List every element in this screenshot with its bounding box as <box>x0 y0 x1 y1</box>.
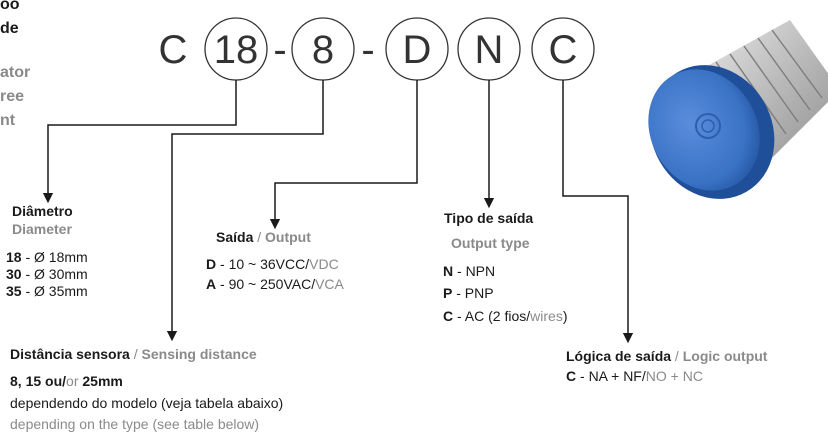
logic-row: C - NA + NF/NO + NC <box>566 368 703 384</box>
cut-text-1: oo <box>0 0 20 13</box>
logic-title: Lógica de saída / Logic output <box>566 348 768 364</box>
sensing-note-en: depending on the type (see table below) <box>10 416 260 432</box>
code-group-8: 8 <box>311 28 335 72</box>
output-title: Saída / Output <box>216 229 311 245</box>
diameter-row-18: 18 - Ø 18mm <box>6 249 88 265</box>
leader-logic <box>562 80 634 344</box>
cut-text-2: de <box>0 20 19 37</box>
output-type-row-c: C - AC (2 fios/wires) <box>443 308 568 324</box>
code-dash-2: - <box>361 28 375 72</box>
code-letter-c: C <box>158 28 188 72</box>
output-type-row-p: P - PNP <box>443 285 494 301</box>
code-group-n: N <box>474 28 504 72</box>
leader-output <box>269 80 418 230</box>
sensing-values: 8, 15 ou/or 25mm <box>10 373 123 389</box>
output-type-title: Tipo de saída <box>444 210 534 226</box>
cut-text-4: ree <box>0 88 25 105</box>
code-group-d: D <box>402 28 432 72</box>
output-row-a: A - 90 ~ 250VAC/VCA <box>206 276 344 292</box>
diameter-row-35: 35 - Ø 35mm <box>6 283 88 299</box>
output-row-d: D - 10 ~ 36VCC/VDC <box>206 256 339 272</box>
leader-sensing <box>166 80 324 342</box>
diameter-row-30: 30 - Ø 30mm <box>6 266 88 282</box>
diameter-title-en: Diameter <box>12 221 72 237</box>
code-group-c: C <box>548 28 578 72</box>
sensing-note-pt: dependendo do modelo (veja tabela abaixo… <box>10 395 284 411</box>
output-type-row-n: N - NPN <box>443 263 496 279</box>
sensing-title: Distância sensora / Sensing distance <box>10 346 257 362</box>
cut-text-5: nt <box>0 112 16 129</box>
output-type-title-en: Output type <box>451 235 530 251</box>
cut-text-3: ator <box>0 64 31 81</box>
code-dash-1: - <box>273 28 287 72</box>
leader-diameter <box>42 80 237 204</box>
code-group-18: 18 <box>213 28 259 72</box>
sensor-illustration <box>648 20 828 199</box>
diameter-title: Diâmetro <box>12 203 73 219</box>
